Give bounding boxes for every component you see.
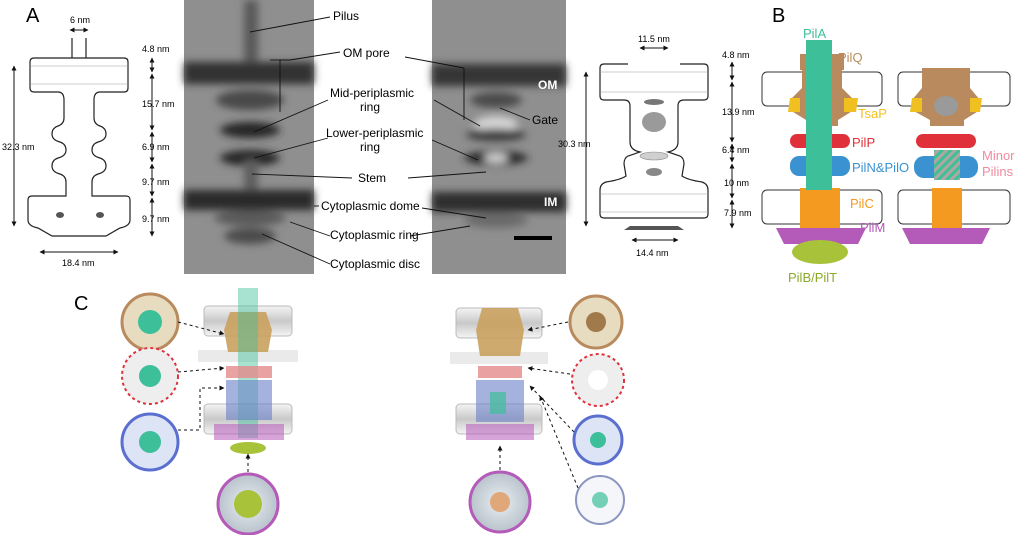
right-d2: 13.9 nm bbox=[722, 107, 755, 117]
right-outline-shape bbox=[599, 63, 709, 219]
left-bottom-width: 18.4 nm bbox=[62, 258, 95, 268]
label-pilC: PilC bbox=[850, 196, 874, 211]
right-d1: 4.8 nm bbox=[722, 50, 750, 60]
label-pilP: PilP bbox=[852, 135, 875, 150]
label-minor-1: Minor bbox=[982, 148, 1015, 163]
panel-c-right-structure bbox=[450, 307, 548, 440]
right-outline-diagram: 11.5 nm 30.3 nm 4.8 nm 13.9 nm 6.4 nm 10… bbox=[558, 34, 755, 258]
label-tsaP: TsaP bbox=[858, 106, 887, 121]
label-cyto-dome: Cytoplasmic dome bbox=[321, 199, 420, 213]
im-label: IM bbox=[544, 195, 557, 209]
left-outline-diagram: 6 nm 32.3 nm 4.8 nm 15.7 nm 6.9 nm 9.7 n… bbox=[2, 15, 175, 268]
right-d3: 6.4 nm bbox=[722, 145, 750, 155]
scale-bar bbox=[514, 236, 552, 240]
right-d5: 7.9 nm bbox=[724, 208, 752, 218]
label-pilNO: PilN&PilO bbox=[852, 160, 909, 175]
left-height: 32.3 nm bbox=[2, 142, 35, 152]
label-lower-peri-1: Lower-periplasmic bbox=[326, 126, 423, 140]
label-pilBT: PilB/PilT bbox=[788, 270, 837, 285]
label-pilM: PilM bbox=[860, 220, 885, 235]
label-om-pore: OM pore bbox=[343, 46, 390, 60]
left-d4: 9.7 nm bbox=[142, 177, 170, 187]
panel-label-a: A bbox=[26, 5, 40, 27]
panel-label-c: C bbox=[74, 293, 88, 315]
label-cyto-disc: Cytoplasmic disc bbox=[330, 257, 420, 271]
left-d3: 6.9 nm bbox=[142, 142, 170, 152]
label-stem: Stem bbox=[358, 171, 386, 185]
label-mid-peri-1: Mid-periplasmic bbox=[330, 86, 414, 100]
panel-c-left-structure bbox=[198, 288, 298, 454]
panel-c-right-discs bbox=[468, 294, 625, 534]
label-gate: Gate bbox=[532, 113, 558, 127]
label-minor-2: Pilins bbox=[982, 164, 1014, 179]
left-d5: 9.7 nm bbox=[142, 214, 170, 224]
panel-c-right-leaders bbox=[497, 321, 579, 489]
annotation-leaders bbox=[249, 16, 531, 265]
om-label: OM bbox=[538, 78, 557, 92]
label-lower-peri-2: ring bbox=[360, 140, 380, 154]
left-d2: 15.7 nm bbox=[142, 99, 175, 109]
left-d1: 4.8 nm bbox=[142, 44, 170, 54]
label-pilus: Pilus bbox=[333, 9, 359, 23]
label-pilA: PilA bbox=[803, 26, 826, 41]
tomogram-left bbox=[184, 0, 314, 274]
right-d4: 10 nm bbox=[724, 178, 749, 188]
label-mid-peri-2: ring bbox=[360, 100, 380, 114]
right-height: 30.3 nm bbox=[558, 139, 591, 149]
label-cyto-ring: Cytoplasmic ring bbox=[330, 228, 419, 242]
left-top-width: 6 nm bbox=[70, 15, 90, 25]
panel-b-labels: PilA PilQ TsaP PilP PilN&PilO PilC PilM … bbox=[788, 26, 1015, 285]
panel-label-b: B bbox=[772, 5, 785, 27]
panel-b-schematic-left bbox=[761, 40, 883, 264]
label-pilQ: PilQ bbox=[838, 50, 863, 65]
tomogram-right: OM IM bbox=[432, 0, 566, 274]
panel-c-left-discs bbox=[120, 292, 280, 535]
annotations: Pilus OM pore Mid-periplasmic ring Lower… bbox=[321, 9, 558, 271]
right-top-width: 11.5 nm bbox=[638, 34, 670, 44]
left-outline-shape bbox=[27, 38, 131, 237]
panel-b-schematic-right bbox=[897, 68, 1011, 244]
right-bottom-width: 14.4 nm bbox=[636, 248, 669, 258]
panel-c-left-leaders bbox=[177, 321, 251, 472]
